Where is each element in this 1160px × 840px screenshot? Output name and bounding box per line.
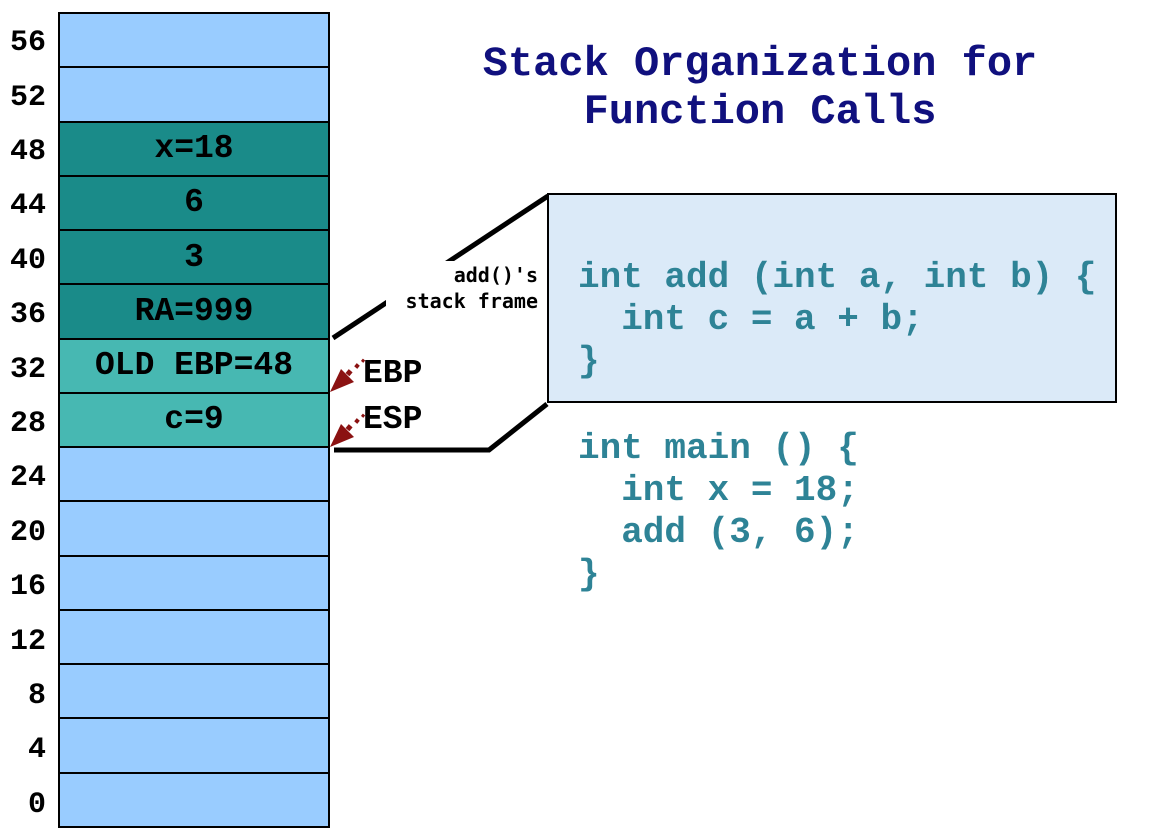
address-label-24: 24 <box>9 461 46 496</box>
esp-arrow-icon <box>330 413 366 447</box>
address-label-0: 0 <box>27 787 46 822</box>
stack-cell-20 <box>60 500 328 555</box>
ebp-register-label: EBP <box>363 355 423 392</box>
address-label-52: 52 <box>9 80 46 115</box>
add-function-code: int add (int a, int b) { int c = a + b; … <box>578 257 1097 382</box>
address-label-12: 12 <box>9 624 46 659</box>
stack-cell-24 <box>60 446 328 501</box>
stack-cell-56 <box>60 14 328 67</box>
stack-cell-44: 6 <box>60 174 328 230</box>
page-title: Stack Organization for Function Calls <box>482 40 1038 136</box>
stack-cell-28: c=9 <box>60 391 328 447</box>
ebp-arrow-icon <box>330 358 366 392</box>
address-label-8: 8 <box>27 679 46 714</box>
address-label-56: 56 <box>9 26 46 61</box>
stack-cell-36: RA=999 <box>60 283 328 338</box>
add-function-code-box: int add (int a, int b) { int c = a + b; … <box>547 193 1117 403</box>
stack-cell-52 <box>60 66 328 121</box>
address-label-16: 16 <box>9 570 46 605</box>
esp-register-label: ESP <box>363 401 423 438</box>
stack-cell-4 <box>60 717 328 772</box>
stack-frame-label: add()'s stack frame <box>386 261 538 316</box>
main-function-code: int main () { int x = 18; add (3, 6); } <box>578 428 859 595</box>
address-label-44: 44 <box>9 189 46 224</box>
stack-cell-12 <box>60 608 328 664</box>
address-label-40: 40 <box>9 243 46 278</box>
stack-cell-48: x=18 <box>60 120 328 175</box>
stack-cell-0 <box>60 771 328 826</box>
stack-cell-16 <box>60 554 328 609</box>
stack-cell-40: 3 <box>60 229 328 284</box>
address-label-20: 20 <box>9 515 46 550</box>
stack-cell-8 <box>60 663 328 718</box>
address-label-28: 28 <box>9 407 46 442</box>
stack-cell-32: OLD EBP=48 <box>60 337 328 392</box>
address-label-4: 4 <box>27 733 46 768</box>
address-label-48: 48 <box>9 135 46 170</box>
address-label-36: 36 <box>9 298 46 333</box>
address-label-32: 32 <box>9 352 46 387</box>
